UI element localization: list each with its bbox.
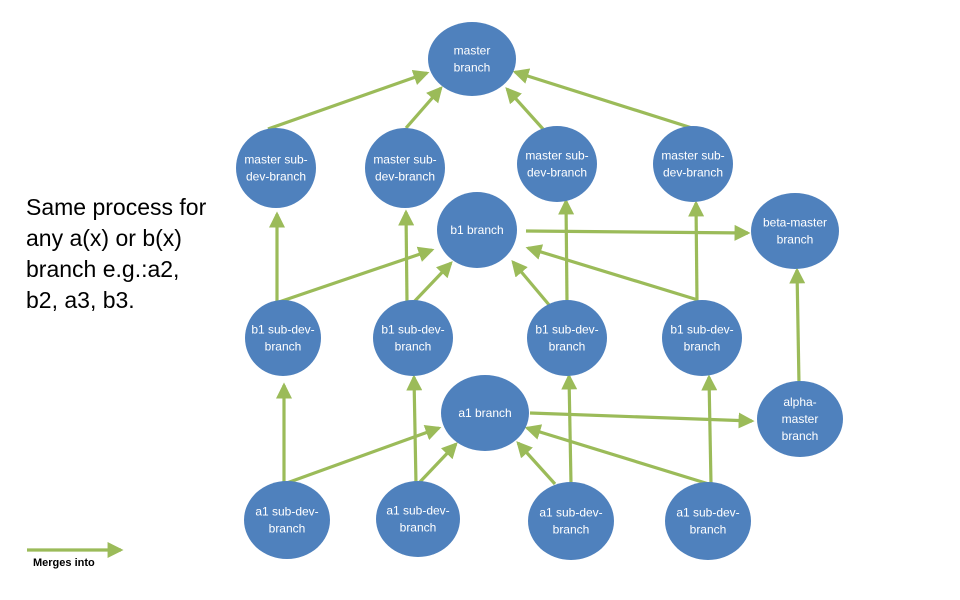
merge-arrow	[701, 374, 718, 485]
node-label: b1 branch	[450, 223, 503, 237]
node-label: branch	[400, 521, 437, 535]
node-label: a1 sub-dev-	[255, 505, 318, 519]
node-ellipse	[441, 375, 529, 451]
side-note-line: branch e.g.:a2,	[26, 256, 180, 282]
branch-node: alpha-master branch	[757, 381, 843, 457]
node-ellipse	[653, 126, 733, 202]
side-note-line: b2, a3, b3.	[26, 287, 135, 313]
node-label: dev-branch	[246, 170, 306, 184]
merge-arrow	[688, 200, 705, 303]
merge-arrow	[409, 261, 453, 307]
branch-node: a1 sub-dev-branch	[665, 482, 751, 560]
node-label: beta-master	[763, 216, 827, 230]
side-note-line: Same process for	[26, 194, 207, 220]
node-label: branch	[684, 340, 721, 354]
side-note-line: any a(x) or b(x)	[26, 225, 182, 251]
node-label: master sub-	[525, 149, 588, 163]
branch-node: beta-master branch	[751, 193, 839, 269]
node-ellipse	[757, 381, 843, 457]
merge-arrow	[525, 224, 751, 241]
branch-node: master branch	[428, 22, 516, 96]
node-label: master sub-	[244, 153, 307, 167]
merge-arrow	[561, 373, 578, 485]
node-label: branch	[269, 522, 306, 536]
node-ellipse	[245, 300, 321, 376]
branch-node: b1 sub-dev-branch	[373, 300, 453, 376]
node-label: branch	[395, 340, 432, 354]
merge-arrow	[275, 246, 435, 305]
node-label: alpha-	[783, 395, 816, 409]
node-label: b1 sub-dev-	[670, 323, 733, 337]
branch-node: master sub-dev-branch	[653, 126, 733, 202]
node-ellipse	[527, 300, 607, 376]
branch-node: b1 sub-dev-branch	[527, 300, 607, 376]
merge-arrow	[505, 87, 545, 131]
branch-node: a1 sub-dev-branch	[244, 481, 330, 559]
node-ellipse	[751, 193, 839, 269]
merge-arrow	[525, 244, 699, 302]
branch-node: master sub-dev-branch	[517, 126, 597, 202]
node-label: dev-branch	[527, 166, 587, 180]
node-ellipse	[662, 300, 742, 376]
node-label: branch	[777, 233, 814, 247]
branch-node: a1 sub-dev-branch	[376, 481, 460, 557]
branch-node: b1 sub-dev-branch	[245, 300, 321, 376]
node-label: dev-branch	[375, 170, 435, 184]
branch-node: a1 branch	[441, 375, 529, 451]
node-ellipse	[244, 481, 330, 559]
node-label: branch	[553, 523, 590, 537]
branch-node: b1 branch	[437, 192, 517, 268]
node-label: branch	[265, 340, 302, 354]
node-label: master sub-	[661, 149, 724, 163]
node-label: branch	[690, 523, 727, 537]
merge-arrow	[404, 86, 443, 130]
node-ellipse	[437, 192, 517, 268]
node-label: master	[782, 412, 819, 426]
merge-arrow	[524, 424, 713, 487]
merge-arrow	[267, 69, 430, 131]
merge-arrow	[789, 267, 806, 385]
node-ellipse	[428, 22, 516, 96]
branch-node: a1 sub-dev-branch	[528, 482, 614, 560]
node-ellipse	[373, 300, 453, 376]
merge-arrow	[529, 411, 755, 429]
merge-arrow	[512, 68, 693, 130]
side-note: Same process for any a(x) or b(x) branch…	[26, 192, 231, 316]
merge-arrow	[283, 425, 442, 486]
node-label: master	[454, 44, 491, 58]
node-ellipse	[365, 128, 445, 208]
merge-arrow	[416, 442, 458, 486]
node-label: b1 sub-dev-	[535, 323, 598, 337]
merge-arrow	[516, 441, 557, 486]
node-label: b1 sub-dev-	[251, 323, 314, 337]
node-ellipse	[376, 481, 460, 557]
node-label: a1 sub-dev-	[676, 506, 739, 520]
node-label: a1 sub-dev-	[386, 504, 449, 518]
node-label: master sub-	[373, 153, 436, 167]
node-ellipse	[236, 128, 316, 208]
branch-node: b1 sub-dev-branch	[662, 300, 742, 376]
branch-node: master sub-dev-branch	[365, 128, 445, 208]
node-ellipse	[528, 482, 614, 560]
merge-arrow	[511, 260, 552, 308]
node-label: branch	[549, 340, 586, 354]
node-ellipse	[517, 126, 597, 202]
branch-node: master sub-dev-branch	[236, 128, 316, 208]
node-label: a1 sub-dev-	[539, 506, 602, 520]
node-ellipse	[665, 482, 751, 560]
node-label: b1 sub-dev-	[381, 323, 444, 337]
node-label: dev-branch	[663, 166, 723, 180]
node-label: a1 branch	[458, 406, 511, 420]
merge-arrow	[406, 374, 423, 485]
node-label: branch	[782, 429, 819, 443]
merge-arrow	[558, 198, 575, 303]
legend-label: Merges into	[33, 557, 95, 569]
node-label: branch	[454, 61, 491, 75]
merge-arrows	[27, 68, 806, 558]
